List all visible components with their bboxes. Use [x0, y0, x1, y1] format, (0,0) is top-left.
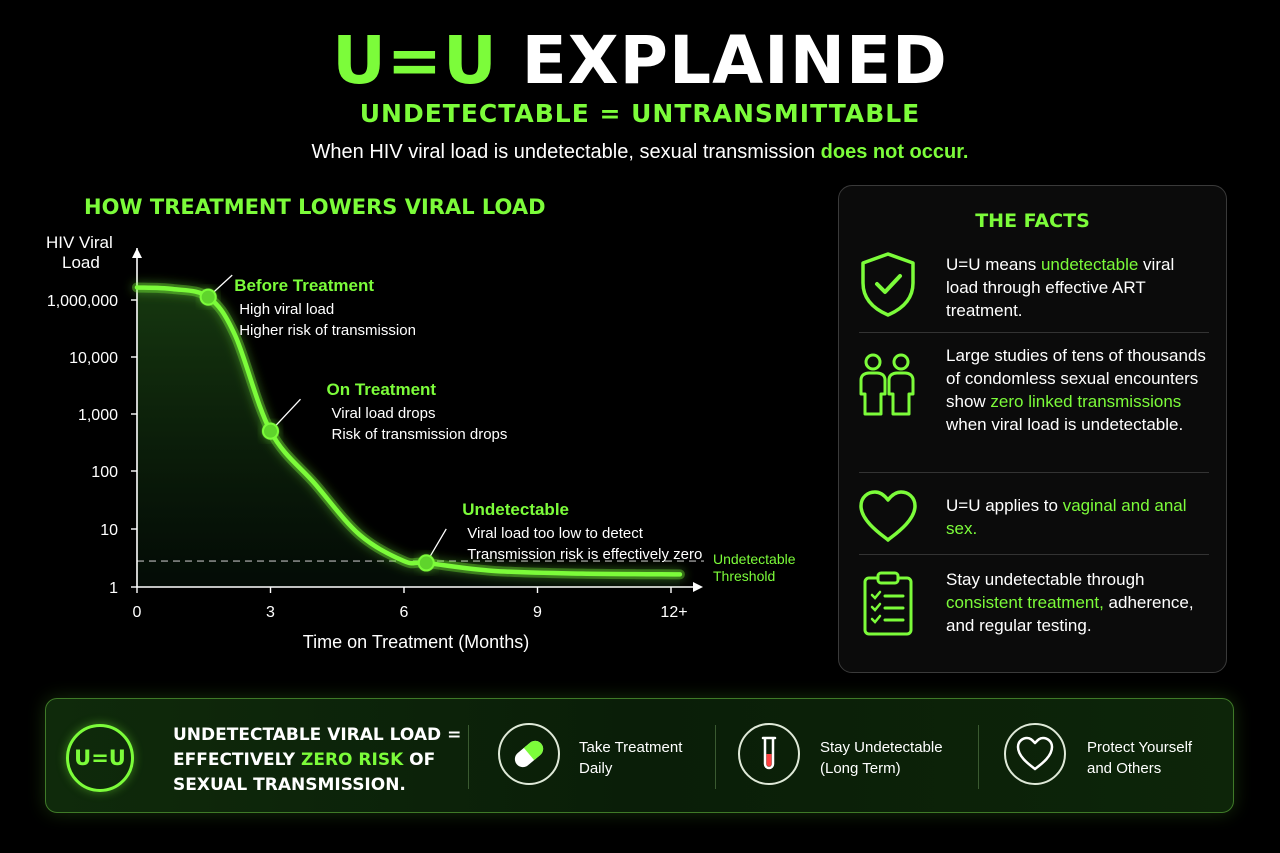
- banner-item-1-line-1: Take Treatment: [579, 739, 683, 756]
- y-axis-label-line1: HIV Viral: [46, 233, 113, 252]
- fact-divider: [859, 472, 1209, 473]
- fact-text-2: Large studies of tens of thousands of co…: [946, 344, 1206, 436]
- banner-divider: [978, 725, 979, 789]
- y-tick-label: 10: [100, 522, 118, 539]
- banner-item-3-line-1: Protect Yourself: [1087, 739, 1193, 756]
- tagline-highlight: does not occur.: [820, 141, 969, 163]
- uu-badge: U=U: [66, 724, 134, 792]
- main-title: U=U EXPLAINED: [0, 22, 1280, 99]
- annotation-dot: [262, 422, 279, 440]
- y-axis-label-line2: Load: [62, 253, 100, 272]
- fact-3-part-2: vaginal and anal sex.: [946, 496, 1187, 538]
- annotation-dot: [199, 288, 217, 306]
- x-tick-label: 12+: [660, 604, 687, 621]
- annotation-line2: Transmission risk is effectively zero: [467, 546, 702, 563]
- y-tick-label: 10,000: [69, 350, 118, 367]
- fact-2-part-3: when viral load is undetectable.: [946, 415, 1184, 434]
- fact-1-part-2: undetectable: [1040, 255, 1139, 274]
- title-explained: EXPLAINED: [521, 22, 948, 99]
- fact-text-1: U=U means undetectable viral load throug…: [946, 253, 1206, 322]
- x-axis-arrow: [693, 582, 703, 592]
- banner-statement-part-1: UNDETECTABLE VIRAL LOAD = EFFECTIVELY: [173, 725, 462, 770]
- banner-statement-part-2: OF SEXUAL TRANSMISSION.: [173, 750, 436, 795]
- people-icon: [857, 352, 919, 423]
- fact-text-4: Stay undetectable through consistent tre…: [946, 568, 1206, 637]
- fact-text-3: U=U applies to vaginal and anal sex.: [946, 494, 1206, 540]
- banner-item-2-line-1: Stay Undetectable: [820, 739, 943, 756]
- heart-outline-icon: [1004, 723, 1066, 785]
- fact-3-part-1: U=U applies to: [946, 496, 1063, 515]
- clipboard-checklist-icon: [857, 570, 919, 643]
- title-uu: U=U: [332, 22, 498, 99]
- fact-4-part-1: Stay undetectable through: [946, 570, 1145, 589]
- facts-title: THE FACTS: [975, 210, 1090, 232]
- banner-divider: [715, 725, 716, 789]
- y-tick-label: 1: [109, 580, 118, 597]
- x-tick-label: 9: [533, 604, 542, 621]
- fact-4-part-2: consistent treatment,: [946, 593, 1104, 612]
- x-tick-label: 0: [133, 604, 142, 621]
- threshold-label-line1: Undetectable: [713, 551, 796, 567]
- viral-load-chart: HOW TREATMENT LOWERS VIRAL LOAD HIV Vira…: [46, 195, 796, 652]
- fact-divider: [859, 332, 1209, 333]
- y-tick-label: 1,000: [78, 407, 118, 424]
- annotation-dot: [417, 554, 435, 572]
- fact-1-part-3: viral load through effective ART treatme…: [946, 255, 1175, 320]
- y-tick-label: 100: [91, 464, 118, 481]
- tagline-text: When HIV viral load is undetectable, sex…: [311, 141, 821, 163]
- annotation-line2: Higher risk of transmission: [239, 322, 416, 339]
- fact-1-part-1: U=U means: [946, 255, 1041, 274]
- banner-item-2-line-2: (Long Term): [820, 760, 901, 777]
- x-axis-label: Time on Treatment (Months): [303, 632, 529, 652]
- annotation-line2: Risk of transmission drops: [332, 426, 508, 443]
- shield-check-icon: [857, 250, 919, 323]
- subtitle: UNDETECTABLE = UNTRANSMITTABLE: [359, 99, 921, 128]
- fact-divider: [859, 554, 1209, 555]
- banner-divider: [468, 725, 469, 789]
- annotation-line1: Viral load drops: [332, 405, 436, 422]
- chart-title: HOW TREATMENT LOWERS VIRAL LOAD: [84, 195, 546, 219]
- y-axis-arrow: [132, 248, 142, 258]
- banner-item-3-line-2: and Others: [1087, 760, 1162, 777]
- banner-statement-highlight: ZERO RISK: [301, 750, 404, 770]
- banner-statement: UNDETECTABLE VIRAL LOAD = EFFECTIVELY ZE…: [173, 723, 463, 798]
- fact-2-part-1: Large studies of tens of thousands of co…: [946, 346, 1206, 411]
- pill-icon: [498, 723, 560, 785]
- fact-2-part-2: zero linked transmissions: [990, 392, 1182, 411]
- threshold-label-line2: Threshold: [713, 568, 775, 584]
- annotation-line1: Viral load too low to detect: [467, 525, 643, 542]
- x-tick-label: 3: [266, 604, 275, 621]
- fact-4-part-3: adherence, and regular testing.: [946, 593, 1194, 635]
- x-tick-label: 6: [400, 604, 409, 621]
- annotation-title: On Treatment: [327, 380, 437, 399]
- banner-item-label-1: Take Treatment Daily: [579, 737, 729, 779]
- tagline: When HIV viral load is undetectable, sex…: [0, 141, 1280, 164]
- banner-item-label-3: Protect Yourself and Others: [1087, 737, 1237, 779]
- annotation-title: Undetectable: [462, 500, 569, 519]
- annotation-line1: High viral load: [239, 301, 334, 318]
- banner-item-label-2: Stay Undetectable (Long Term): [820, 737, 970, 779]
- annotation-title: Before Treatment: [234, 276, 374, 295]
- facts-panel: THE FACTS U=U means undetectable viral l…: [838, 185, 1227, 673]
- area-fill: [137, 287, 680, 587]
- banner-item-1-line-2: Daily: [579, 760, 613, 777]
- summary-banner: U=U UNDETECTABLE VIRAL LOAD = EFFECTIVEL…: [45, 698, 1234, 813]
- heart-icon: [857, 488, 919, 549]
- y-tick-label: 1,000,000: [47, 293, 118, 310]
- test-tube-icon: [738, 723, 800, 785]
